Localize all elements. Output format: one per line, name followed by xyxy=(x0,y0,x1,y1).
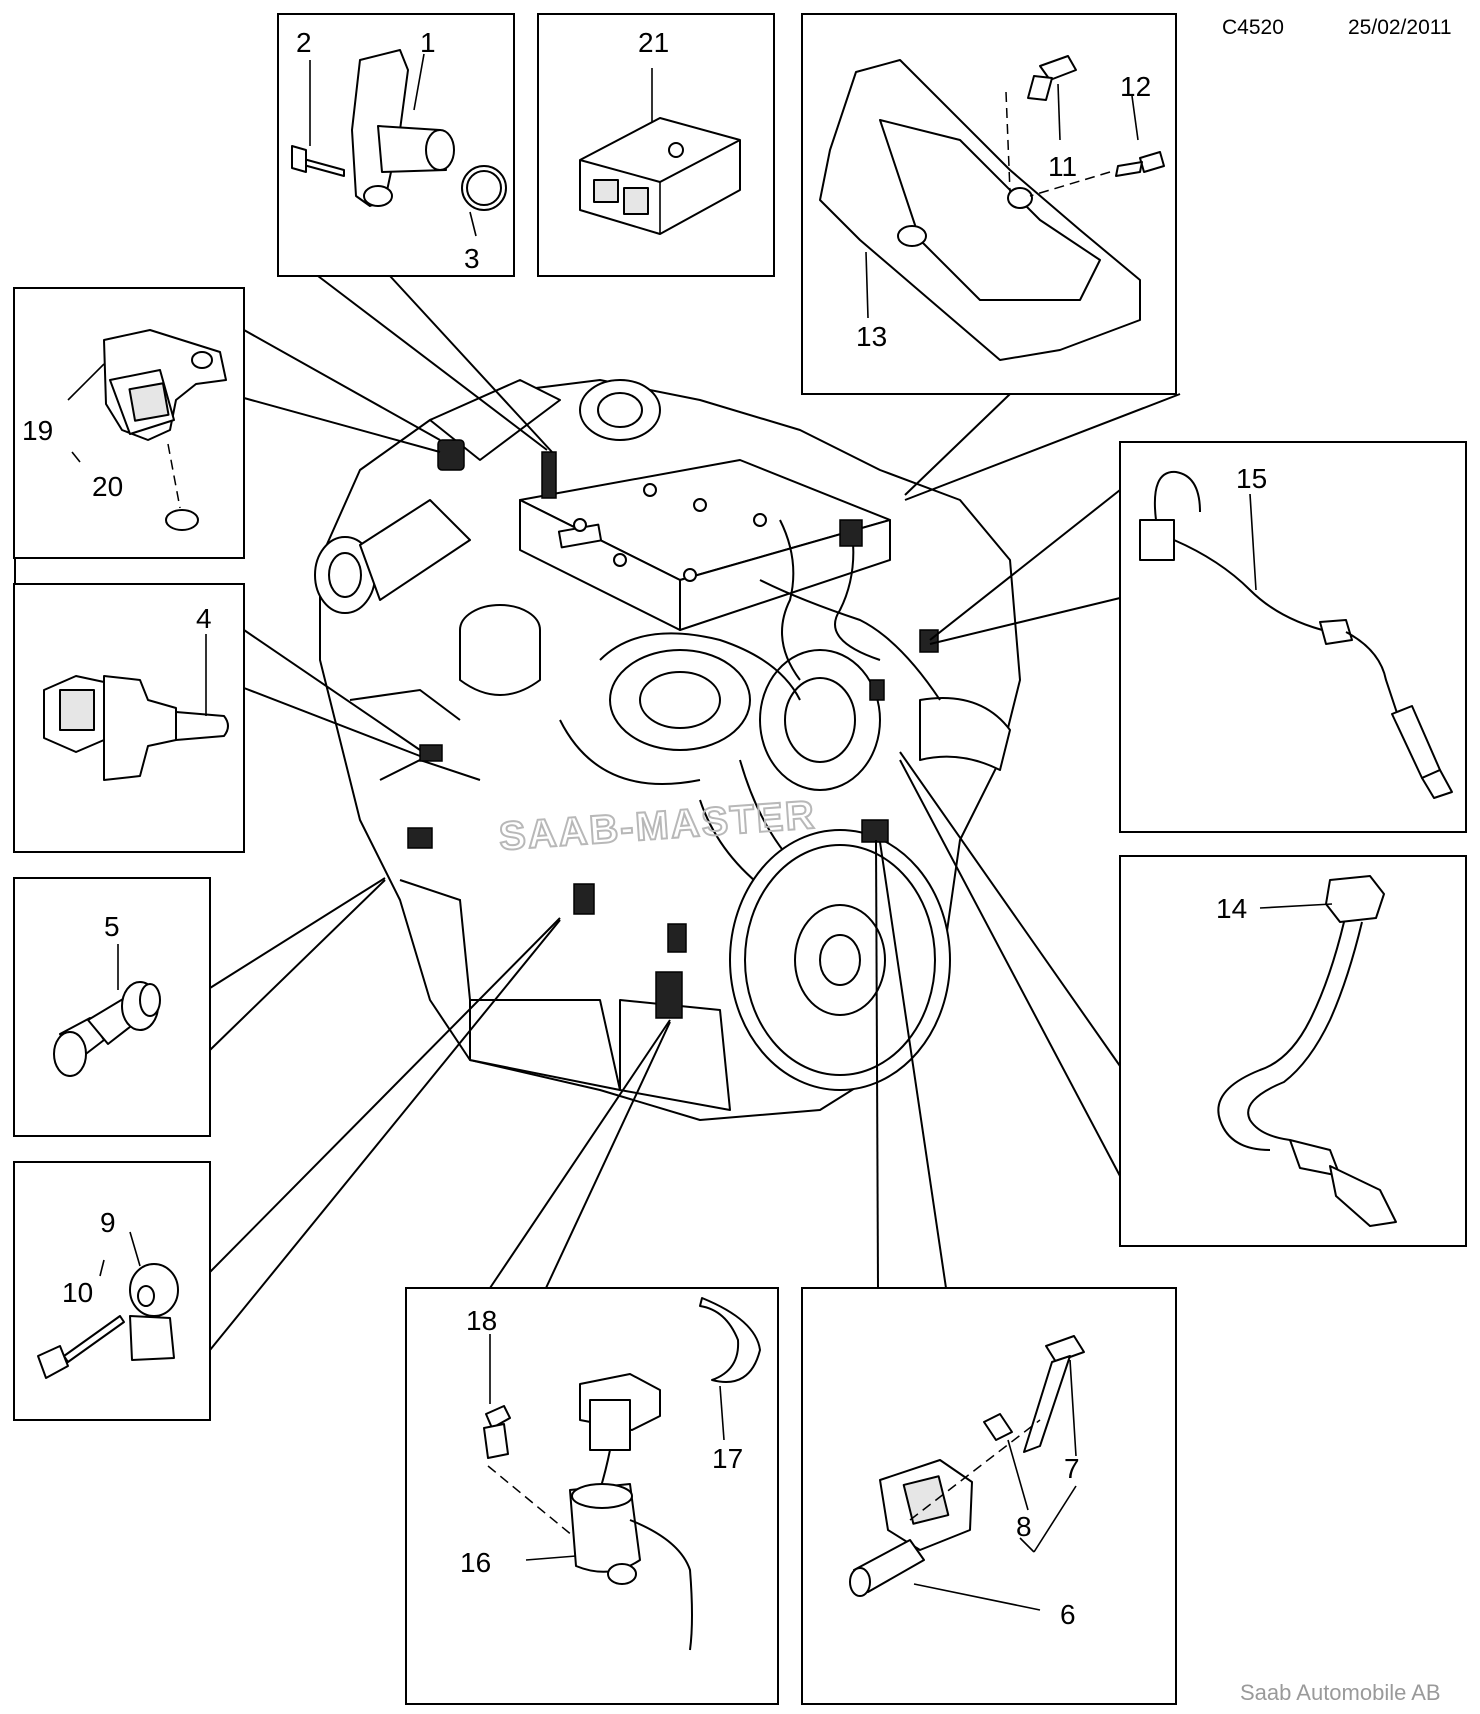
box-pressure-sensor: 19 20 xyxy=(13,287,245,559)
callout-8: 8 xyxy=(1016,1511,1032,1542)
box-oil-pressure-switch: 5 xyxy=(13,877,211,1137)
box-position-sensor: 16 17 18 xyxy=(405,1287,779,1705)
publisher-label: Saab Automobile AB xyxy=(1240,1680,1441,1705)
callout-17: 17 xyxy=(712,1443,743,1474)
callout-10: 10 xyxy=(62,1277,93,1308)
callout-2: 2 xyxy=(296,27,312,58)
callout-4: 4 xyxy=(196,603,212,634)
callout-12: 12 xyxy=(1120,71,1151,102)
callout-9: 9 xyxy=(100,1207,116,1238)
callout-6: 6 xyxy=(1060,1599,1076,1630)
diagram-date: 25/02/2011 xyxy=(1348,16,1452,39)
callout-21: 21 xyxy=(638,27,669,58)
box-temperature-sensor: 4 xyxy=(13,583,245,853)
callout-3: 3 xyxy=(464,243,480,274)
box-engine-control-module: 21 xyxy=(537,13,775,277)
callout-13: 13 xyxy=(856,321,887,352)
callout-11: 11 xyxy=(1048,151,1077,182)
box-oxygen-sensor-lower: 14 xyxy=(1119,855,1467,1247)
callout-20: 20 xyxy=(92,471,123,502)
box-knock-sensor: 9 10 xyxy=(13,1161,211,1421)
box-heat-shield: 11 12 13 xyxy=(801,13,1177,395)
callout-18: 18 xyxy=(466,1305,497,1336)
callout-19: 19 xyxy=(22,415,53,446)
box-oxygen-sensor-upper: 15 xyxy=(1119,441,1467,833)
box-crankshaft-sensor: 6 7 8 xyxy=(801,1287,1177,1705)
callout-14: 14 xyxy=(1216,893,1247,924)
diagram-code: C4520 xyxy=(1222,16,1284,39)
box-camshaft-sensor: 1 2 3 xyxy=(277,13,515,277)
leader-lines xyxy=(14,275,1181,1351)
callout-5: 5 xyxy=(104,911,120,942)
callout-16: 16 xyxy=(460,1547,491,1578)
callout-1: 1 xyxy=(420,27,436,58)
callout-15: 15 xyxy=(1236,463,1267,494)
engine-assembly xyxy=(314,379,1021,1121)
callout-7: 7 xyxy=(1064,1453,1080,1484)
